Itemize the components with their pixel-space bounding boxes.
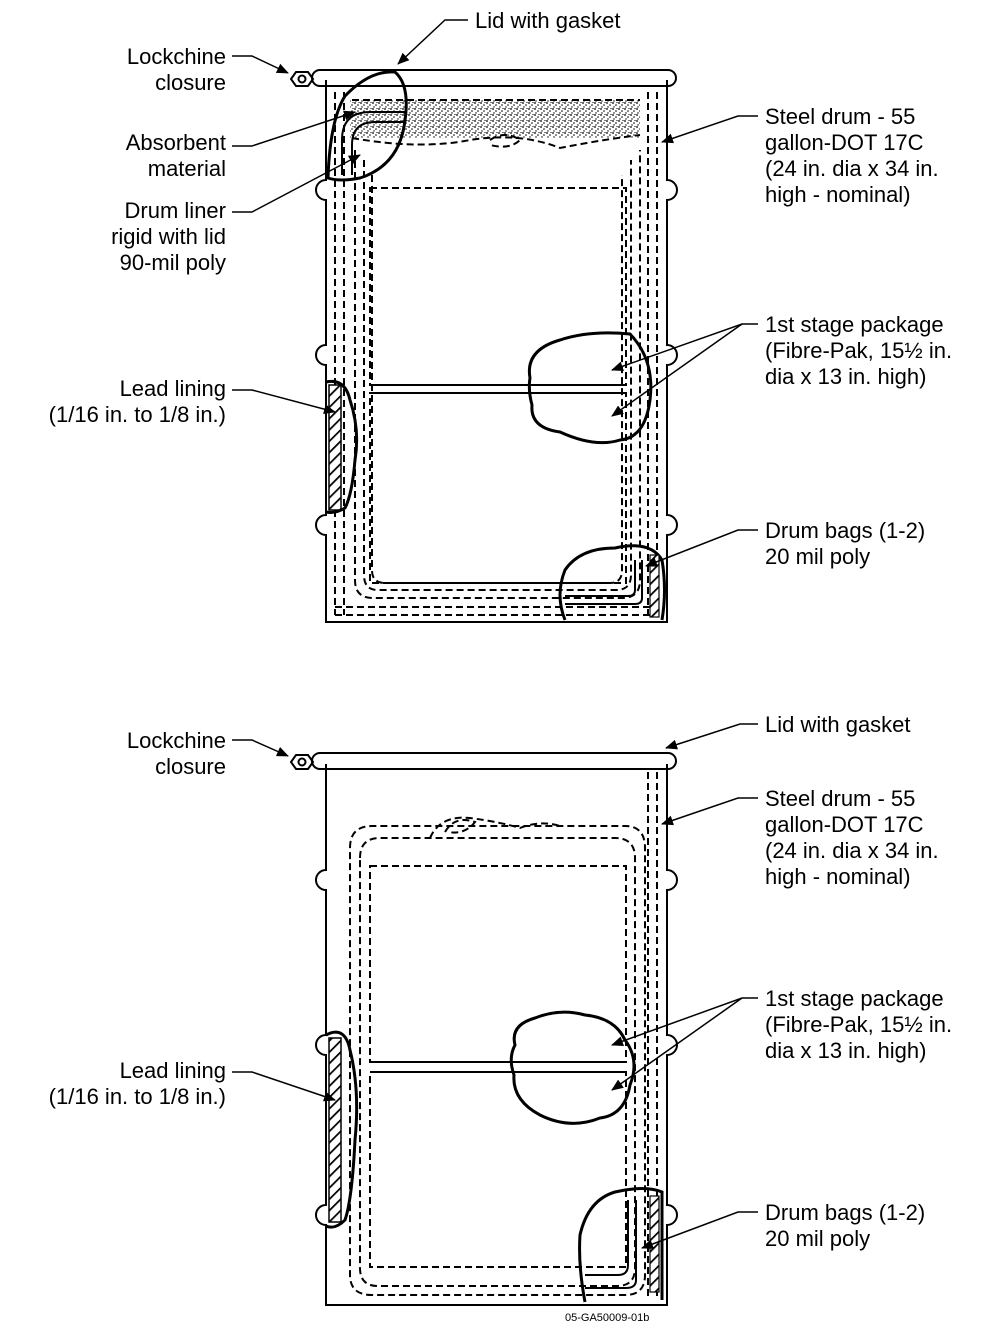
top-stage-label-2: (Fibre-Pak, 15½ in. (765, 338, 952, 363)
bottom-lead-cutaway (325, 1030, 359, 1229)
top-drum-wall-dashes (334, 92, 658, 616)
bottom-bags-label-1: Drum bags (1-2) (765, 1200, 925, 1225)
bottom-steel-label-2: gallon-DOT 17C (765, 812, 924, 837)
top-lead-cutaway (325, 379, 359, 514)
top-lid-cutaway (326, 70, 408, 182)
bottom-lid-label: Lid with gasket (765, 712, 911, 737)
bottom-bags-label-2: 20 mil poly (765, 1226, 870, 1251)
top-lid-label: Lid with gasket (475, 8, 621, 33)
top-lead-label-1: Lead lining (120, 376, 226, 401)
top-stage-label-1: 1st stage package (765, 312, 944, 337)
top-bags-label-2: 20 mil poly (765, 544, 870, 569)
bottom-package-lower (369, 1071, 627, 1268)
bottom-steel-label-4: high - nominal) (765, 864, 911, 889)
top-bags-cutaway (558, 544, 666, 621)
bottom-drum-bag-outer (349, 825, 646, 1296)
top-package-cutaway (527, 331, 653, 445)
top-lockchine-nut-icon (289, 71, 315, 87)
top-absorbent-label-1: Absorbent (126, 130, 226, 155)
bottom-steel-label-3: (24 in. dia x 34 in. (765, 838, 939, 863)
top-lead-label-2: (1/16 in. to 1/8 in.) (49, 402, 226, 427)
top-liner-label-1: Drum liner (125, 198, 226, 223)
top-lockchine-label-2: closure (155, 70, 226, 95)
top-steel-label-4: high - nominal) (765, 182, 911, 207)
top-steel-label-3: (24 in. dia x 34 in. (765, 156, 939, 181)
top-liner-label-3: 90-mil poly (120, 250, 226, 275)
bottom-lockchine-label-1: Lockchine (127, 728, 226, 753)
top-steel-label-2: gallon-DOT 17C (765, 130, 924, 155)
bottom-lid (311, 752, 677, 770)
bottom-lead-lining (328, 1037, 342, 1223)
top-stage-label-3: dia x 13 in. high) (765, 364, 926, 389)
bottom-stage-label-3: dia x 13 in. high) (765, 1038, 926, 1063)
top-labels: Lid with gasket Lockchine closure Absorb… (49, 8, 952, 569)
top-drum-liner (354, 150, 641, 599)
top-drum (289, 69, 678, 623)
top-absorbent-label-2: material (148, 156, 226, 181)
top-liner-label-2: rigid with lid (111, 224, 226, 249)
top-lead-lining (328, 384, 342, 511)
top-lockchine-label-1: Lockchine (127, 44, 226, 69)
bottom-bags-cutaway (578, 1187, 664, 1303)
bottom-lead-label-2: (1/16 in. to 1/8 in.) (49, 1084, 226, 1109)
bottom-drum (289, 752, 678, 1306)
top-package-lower (369, 392, 627, 584)
bottom-stage-label-2: (Fibre-Pak, 15½ in. (765, 1012, 952, 1037)
bottom-labels: Lid with gasket Lockchine closure Steel … (49, 712, 952, 1251)
figure-id: 05-GA50009-01b (565, 1312, 649, 1324)
bottom-lockchine-nut-icon (289, 754, 315, 770)
top-absorbent-material (350, 100, 640, 138)
top-steel-label-1: Steel drum - 55 (765, 104, 915, 129)
bottom-steel-label-1: Steel drum - 55 (765, 786, 915, 811)
top-drum-body (315, 80, 678, 623)
bottom-lead-label-1: Lead lining (120, 1058, 226, 1083)
bottom-package-cutaway (509, 1010, 636, 1125)
bottom-package-upper (369, 865, 627, 1063)
bottom-drum-body (315, 764, 678, 1306)
bottom-lockchine-label-2: closure (155, 754, 226, 779)
bottom-stage-label-1: 1st stage package (765, 986, 944, 1011)
top-package-upper (369, 187, 627, 386)
top-bags-label-1: Drum bags (1-2) (765, 518, 925, 543)
